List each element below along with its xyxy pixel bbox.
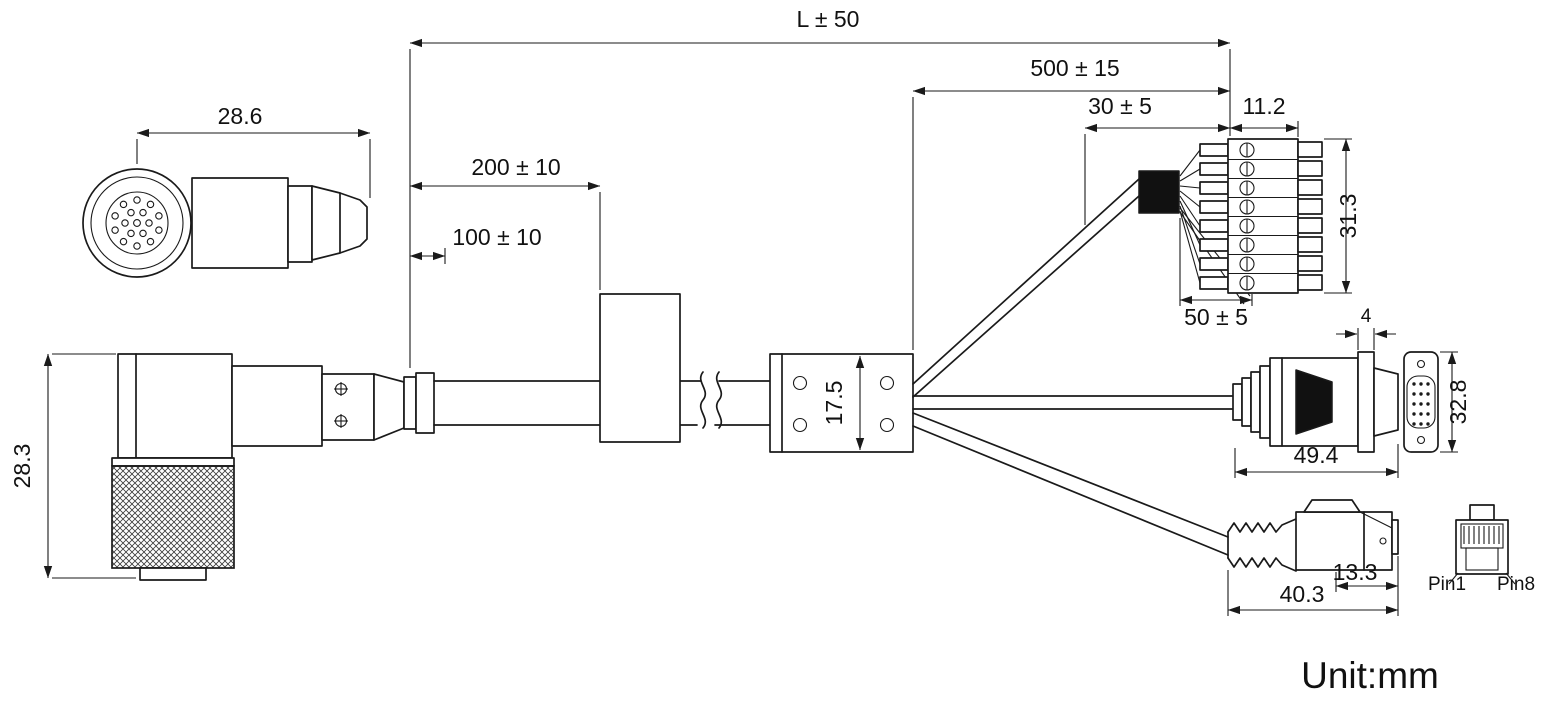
contact-mark (1379, 537, 1387, 545)
dim-dsub-height-label: 32.8 (1445, 380, 1471, 425)
dim-breakout-length: 500 ± 15 (912, 55, 1231, 350)
ferrite-block (1138, 170, 1180, 214)
dsub-shell (1373, 367, 1399, 437)
dsub-front-view (1403, 351, 1439, 453)
screw-hole-icon (879, 375, 895, 391)
rj45-connector (1227, 499, 1399, 572)
cable-break-icon (715, 371, 723, 429)
rj45-pins (1463, 526, 1500, 544)
rj45-nose (1391, 519, 1399, 555)
rj45-front-view: Pin1 Pin8 (1428, 504, 1535, 595)
latch-tab (1469, 504, 1495, 521)
center-pin (133, 219, 141, 227)
dim-terminal-width-label: 11.2 (1242, 93, 1285, 119)
coupling-collar (111, 457, 235, 467)
polarity-mark-icon (334, 414, 348, 428)
terminal-block (1199, 138, 1323, 294)
dim-m12-length-label: 28.6 (218, 103, 263, 129)
dim-wire-breakout-label: 50 ± 5 (1184, 304, 1248, 330)
pin8-label: Pin8 (1497, 574, 1535, 595)
dim-junction-height: 17.5 (821, 355, 865, 451)
pin8-leader (1505, 572, 1516, 585)
outer-pin-ring (111, 196, 163, 250)
junction-box: 17.5 (769, 353, 914, 453)
dim-flange-thickness: 4 (1336, 306, 1396, 350)
knurled-nut (111, 465, 235, 569)
dim-m12-height-label: 28.3 (9, 444, 35, 489)
boot-ridges (1227, 518, 1297, 533)
polarity-mark-icon (334, 382, 348, 396)
dim-m12-height: 28.3 (9, 353, 136, 579)
connector-tip (139, 567, 207, 581)
jackscrew-hole-icon (1416, 435, 1426, 445)
dim-ferrite-position-label: 30 ± 5 (1088, 93, 1152, 119)
dim-flange-thickness-label: 4 (1361, 306, 1372, 327)
dim-ferrite-position: 30 ± 5 (1084, 93, 1231, 225)
pin1-leader (1448, 572, 1459, 585)
dim-overall-length-label: L ± 50 (797, 6, 860, 32)
breakout-cables (912, 178, 1236, 556)
rj45-latch (1303, 499, 1361, 513)
dim-rj45-length-label: 40.3 (1280, 581, 1325, 607)
m12-side-view (191, 177, 368, 269)
terminal-teeth (1297, 141, 1323, 291)
dim-wire-breakout: 50 ± 5 (1179, 218, 1253, 330)
dim-terminal-width: 11.2 (1229, 93, 1299, 137)
dim-sleeve-position: 100 ± 10 (409, 224, 542, 264)
unit-note: Unit:mm (1301, 655, 1439, 696)
dim-sleeve-position-label: 100 ± 10 (452, 224, 541, 250)
dim-rj45-head: 13.3 (1333, 556, 1399, 616)
jackscrew-hole-icon (1416, 359, 1426, 369)
right-angle-connector (111, 353, 435, 581)
dim-terminal-height: 31.3 (1324, 138, 1361, 294)
m12-front-view (82, 168, 192, 278)
terminal-screws (1239, 142, 1255, 291)
dim-rj45-head-label: 13.3 (1333, 559, 1378, 585)
cable-label-sleeve (599, 293, 681, 443)
dim-rj45-length: 40.3 (1227, 570, 1399, 616)
dsub-pins (1412, 382, 1430, 426)
cable-break-icon (699, 371, 707, 429)
dim-label-position-label: 200 ± 10 (471, 154, 560, 180)
inner-pin-ring (121, 208, 153, 238)
dim-dsub-length: 49.4 (1234, 442, 1399, 478)
screw-hole-icon (792, 375, 808, 391)
dim-dsub-length-label: 49.4 (1294, 442, 1339, 468)
dim-breakout-length-label: 500 ± 15 (1030, 55, 1119, 81)
dsub-flange (1357, 351, 1375, 453)
dim-junction-height-label: 17.5 (821, 381, 847, 426)
dsub-connector (1232, 351, 1439, 453)
dim-overall-length: L ± 50 (409, 6, 1231, 136)
pin1-label: Pin1 (1428, 574, 1466, 595)
dim-m12-length: 28.6 (136, 103, 371, 198)
boot-ridges (1227, 557, 1297, 572)
dim-terminal-height-label: 31.3 (1335, 194, 1361, 239)
screw-hole-icon (879, 417, 895, 433)
dim-label-position: 200 ± 10 (409, 49, 601, 368)
dim-dsub-height: 32.8 (1440, 351, 1471, 453)
screw-hole-icon (792, 417, 808, 433)
dsub-grip (1295, 369, 1333, 435)
